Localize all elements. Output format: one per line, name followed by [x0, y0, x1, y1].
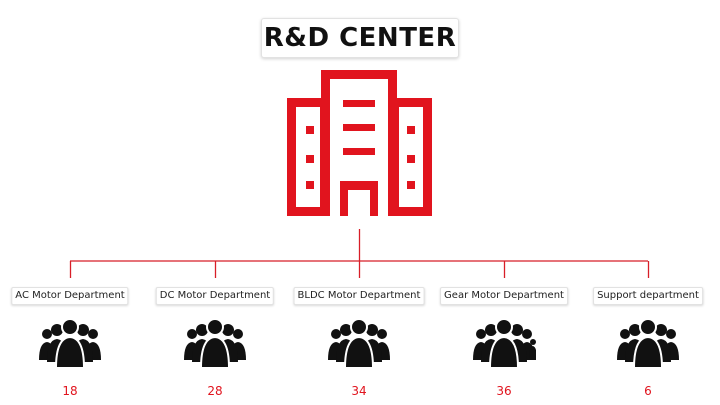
department-count: 36 — [496, 384, 512, 398]
department-count: 18 — [62, 384, 78, 398]
department-label: AC Motor Department — [11, 287, 129, 305]
people-group-icon — [184, 318, 246, 369]
people-group-icon — [38, 316, 102, 372]
department-label: Gear Motor Department — [440, 287, 568, 305]
department-count: 28 — [207, 384, 223, 398]
people-group-icon — [328, 318, 390, 369]
people-group-icon — [39, 318, 101, 369]
people-group-icon — [616, 316, 680, 372]
people-group-icon — [327, 316, 391, 372]
title-text: R&D CENTER — [263, 23, 457, 53]
department-count: 34 — [351, 384, 367, 398]
page-title: R&D CENTER — [261, 18, 459, 58]
department-label: Support department — [593, 287, 703, 305]
department-count: 6 — [644, 384, 652, 398]
people-group-icon — [473, 318, 537, 369]
department-label: BLDC Motor Department — [293, 287, 425, 305]
people-group-icon — [617, 318, 679, 369]
people-group-icon — [472, 316, 537, 372]
department-label: DC Motor Department — [155, 287, 275, 305]
people-group-icon — [183, 316, 247, 372]
